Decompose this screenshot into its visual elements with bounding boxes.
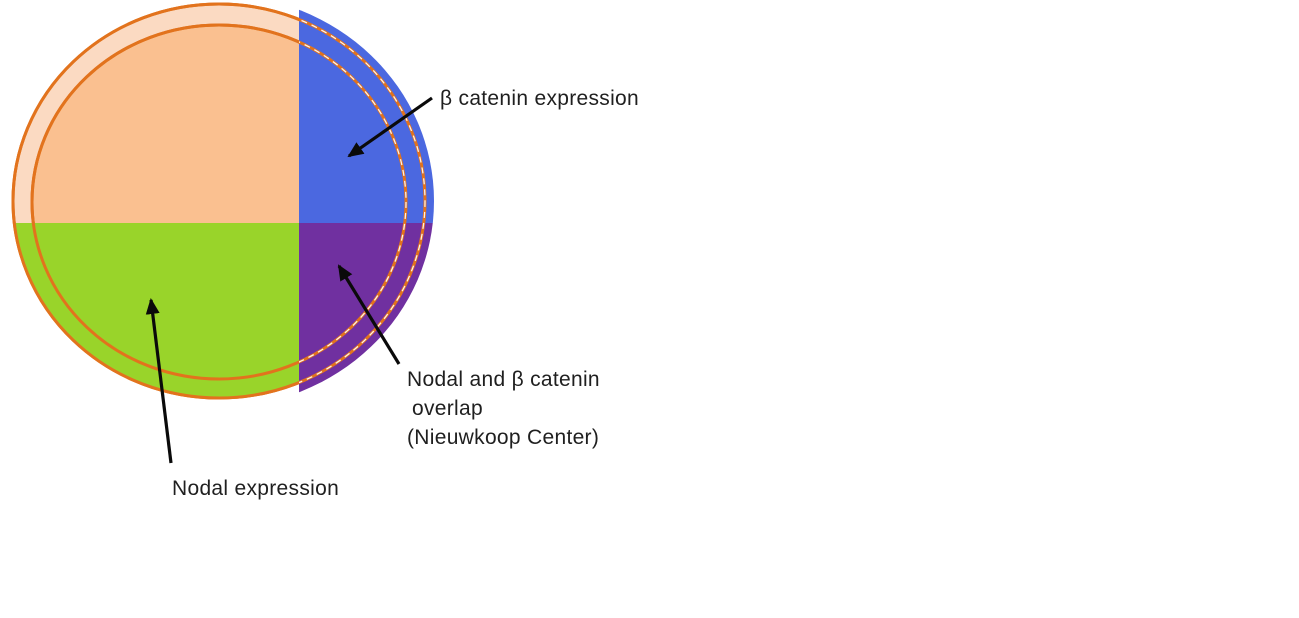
dashed-outline-highlight: [299, 18, 426, 384]
nodal-label: Nodal expression: [172, 477, 340, 500]
overlap-label-line2: overlap: [412, 397, 483, 420]
overlap-label: Nodal and β catenin overlap (Nieuwkoop C…: [407, 365, 600, 452]
overlap-arrow: [337, 264, 401, 365]
outer-dashed-line: [299, 18, 426, 384]
overlap-label-line3: (Nieuwkoop Center): [407, 426, 600, 449]
beta-catenin-label: β catenin expression: [440, 87, 640, 110]
beta-catenin-arrow: [347, 96, 433, 158]
annotation-arrows: [145, 96, 433, 464]
inner-dashed-line: [299, 41, 407, 363]
nodal-arrow: [145, 298, 173, 464]
overlap-label-line1: Nodal and β catenin: [407, 368, 600, 391]
